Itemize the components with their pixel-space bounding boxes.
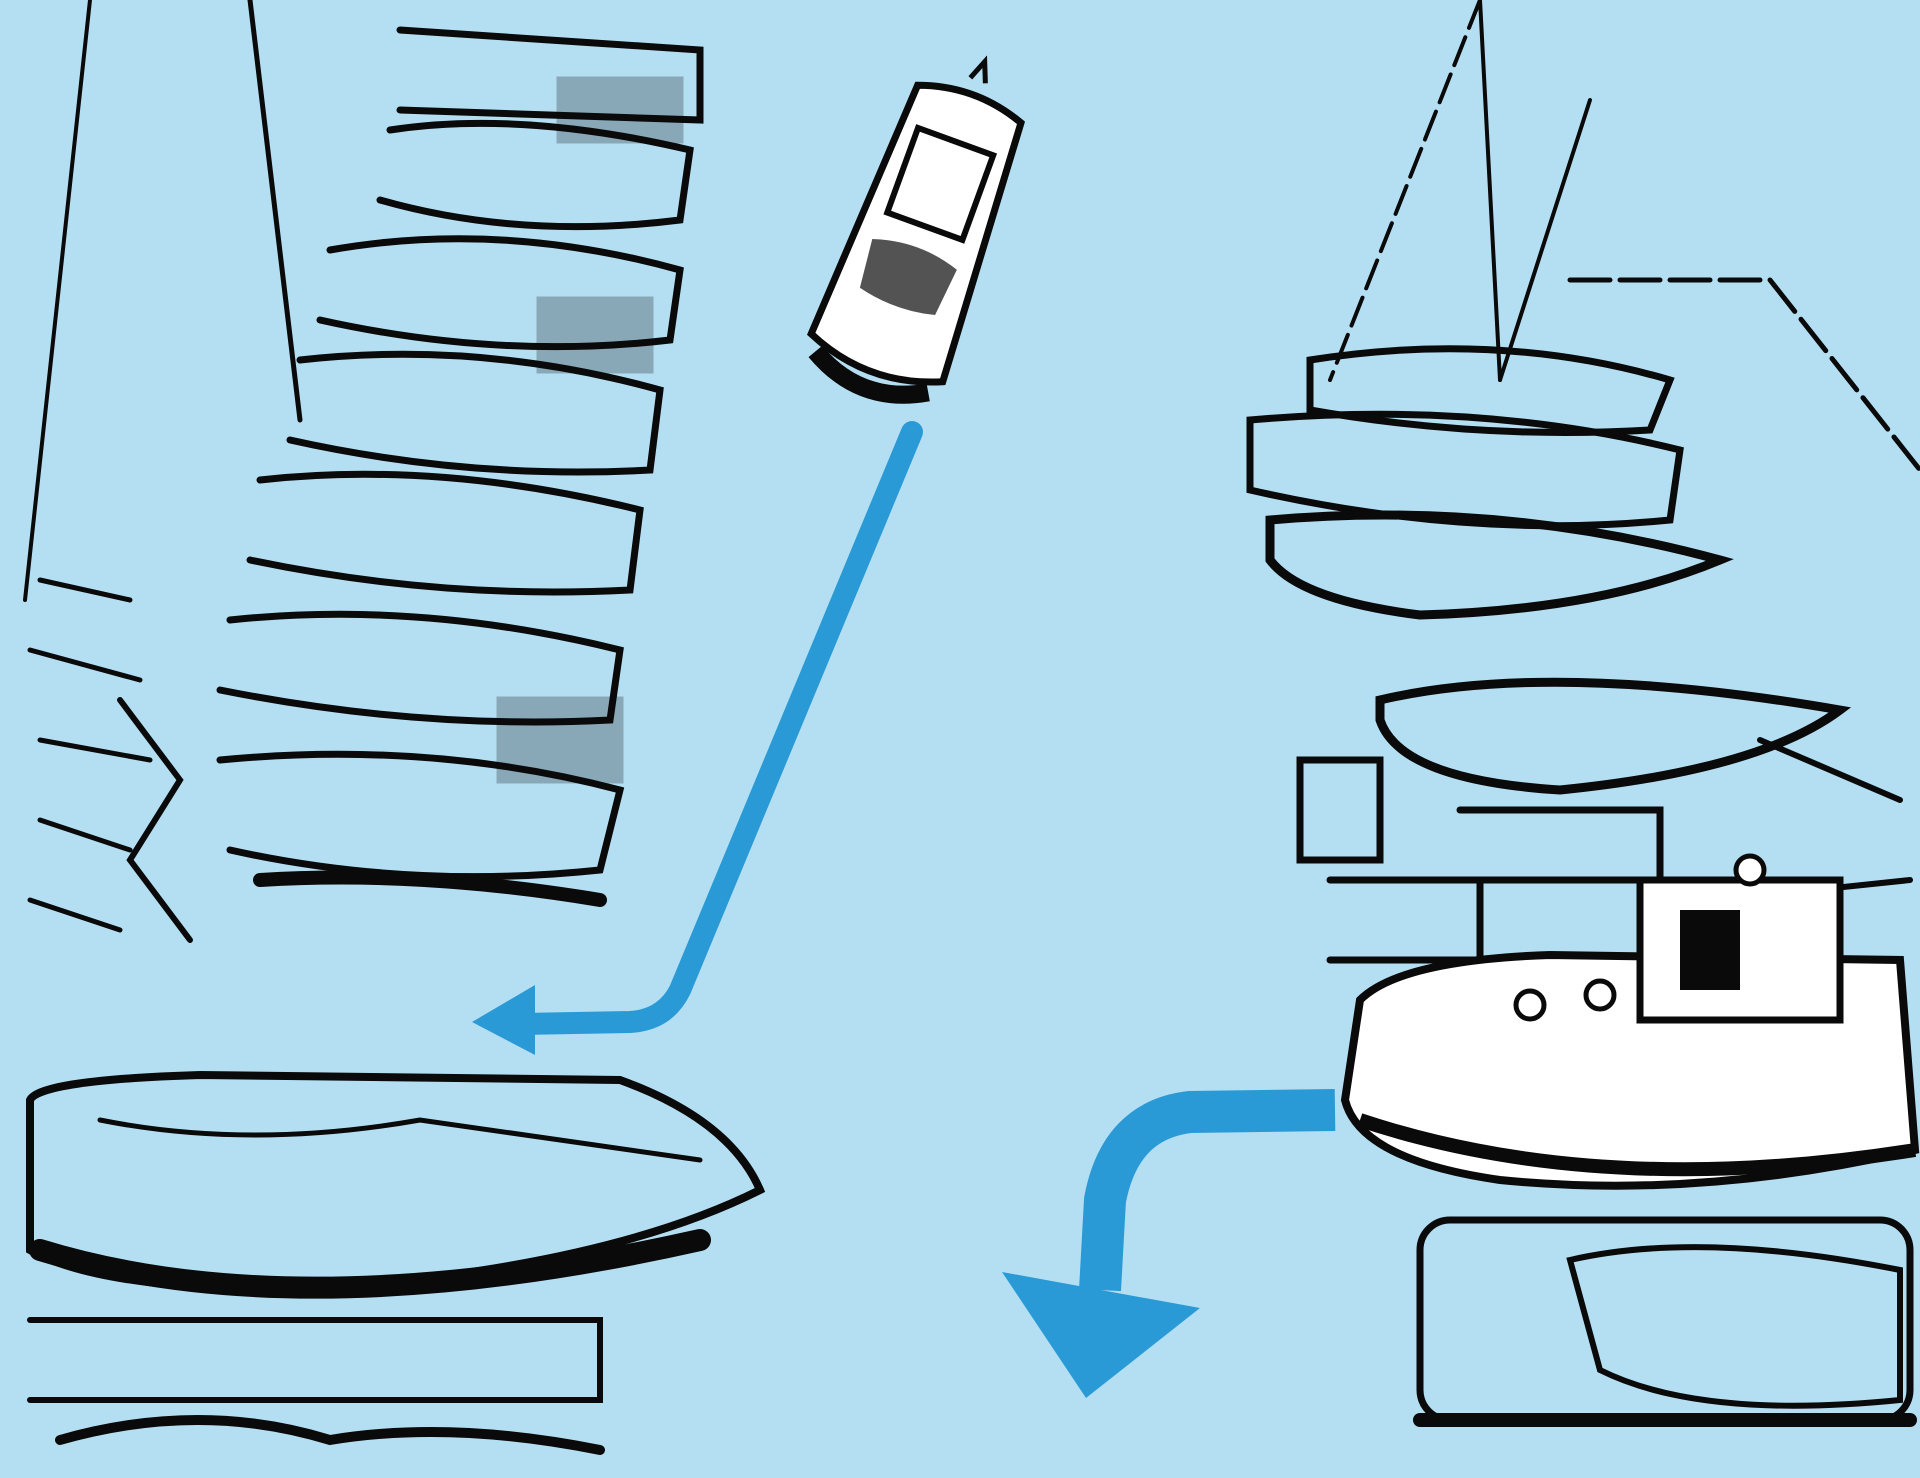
- departing-boat: [806, 55, 1026, 404]
- right-moored-boats: [1246, 0, 1920, 1427]
- berthed-boat-exit-path-arrow: [1002, 1089, 1336, 1398]
- berthed-boat: [1340, 853, 1920, 1190]
- left-moored-boats: [23, 0, 766, 1455]
- departing-boat-path-arrow: [472, 421, 923, 1055]
